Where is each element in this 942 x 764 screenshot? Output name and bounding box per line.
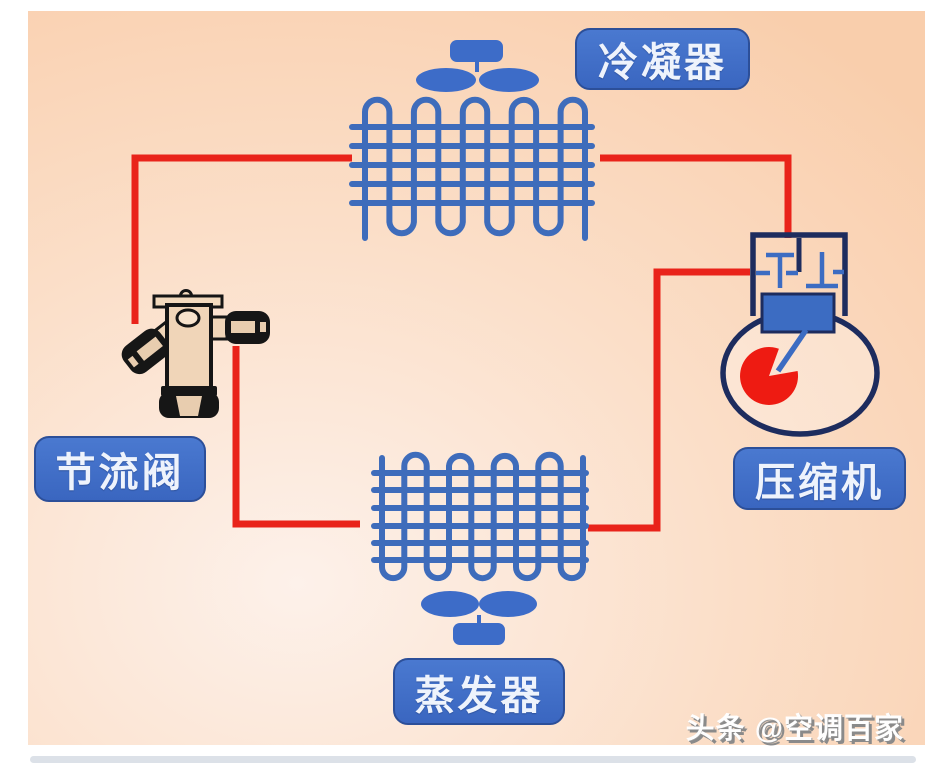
pipes: [131, 154, 792, 532]
bottom-edge-strip: [30, 756, 916, 763]
compressor-icon: [720, 232, 880, 437]
evaporator-fan-icon: [421, 591, 537, 645]
expansion-valve-icon: [121, 289, 270, 418]
evaporator-coil-icon: [371, 451, 589, 582]
compressor-crank: [740, 346, 799, 405]
pipe-evaporator-to-compressor: [588, 268, 750, 532]
throttle-valve-label: 节流阀: [34, 436, 206, 502]
condenser-coil-icon: [349, 96, 595, 241]
pipe-compressor-to-condenser: [600, 154, 792, 238]
pipe-valve-to-evaporator: [232, 346, 360, 528]
compressor-piston: [760, 292, 836, 334]
compressor-label: 压缩机: [733, 447, 906, 510]
watermark: 头条 @空调百家: [685, 713, 904, 745]
compressor-valves: [756, 252, 844, 289]
evaporator-label: 蒸发器: [393, 658, 565, 725]
pipe-condenser-to-valve: [131, 154, 352, 324]
condenser-label: 冷凝器: [575, 28, 750, 90]
compressor-rod: [775, 328, 809, 373]
condenser-fan-icon: [416, 40, 539, 92]
